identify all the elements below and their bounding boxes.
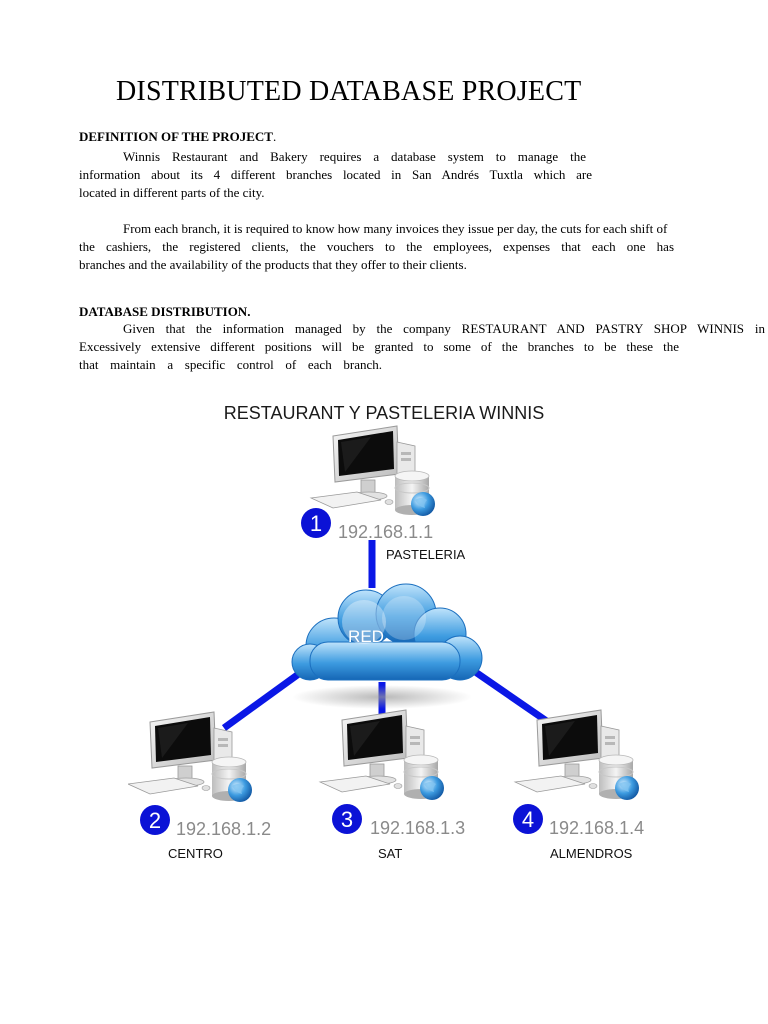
node-number: 1 [310, 511, 322, 536]
page-title: DISTRIBUTED DATABASE PROJECT [116, 76, 581, 108]
network-diagram: RED RESTAURANT Y PASTELERIA WINNIS 1 192… [128, 392, 658, 867]
paragraph-line: branches and the availability of the pro… [79, 256, 467, 274]
node-name: CENTRO [168, 846, 223, 861]
node-sat: 3 192.168.1.3 SAT [320, 710, 465, 861]
paragraph-line: located in different parts of the city. [79, 184, 265, 202]
node-ip: 192.168.1.2 [176, 819, 271, 839]
definition-heading-period: . [273, 129, 276, 144]
definition-heading-text: DEFINITION OF THE PROJECT [79, 129, 273, 144]
node-pasteleria: 1 192.168.1.1 PASTELERIA [301, 426, 466, 562]
paragraph-line: Excessively extensive different position… [79, 338, 679, 356]
node-number: 4 [522, 807, 534, 832]
network-cloud-icon: RED [292, 584, 482, 709]
node-almendros: 4 192.168.1.4 ALMENDROS [513, 710, 644, 861]
cloud-label: RED [348, 627, 384, 646]
paragraph-line: Winnis Restaurant and Bakery requires a … [123, 148, 586, 166]
computer-icon [320, 710, 444, 800]
node-number: 3 [341, 807, 353, 832]
node-ip: 192.168.1.3 [370, 818, 465, 838]
paragraph-line: the cashiers, the registered clients, th… [79, 238, 674, 256]
diagram-title: RESTAURANT Y PASTELERIA WINNIS [224, 403, 544, 423]
section-heading-definition: DEFINITION OF THE PROJECT. [79, 129, 276, 145]
paragraph-line: information about its 4 different branch… [79, 166, 592, 184]
paragraph-line: that maintain a specific control of each… [79, 356, 382, 374]
node-centro: 2 192.168.1.2 CENTRO [128, 712, 271, 861]
section-heading-distribution: DATABASE DISTRIBUTION. [79, 304, 250, 320]
server-computer-icon [311, 426, 435, 516]
node-name: PASTELERIA [386, 547, 466, 562]
node-name: ALMENDROS [550, 846, 633, 861]
node-ip: 192.168.1.4 [549, 818, 644, 838]
paragraph-line: From each branch, it is required to know… [123, 220, 667, 238]
paragraph-line: Given that the information managed by th… [123, 320, 765, 338]
computer-icon [515, 710, 639, 800]
node-number: 2 [149, 808, 161, 833]
node-ip: 192.168.1.1 [338, 522, 433, 542]
node-name: SAT [378, 846, 402, 861]
